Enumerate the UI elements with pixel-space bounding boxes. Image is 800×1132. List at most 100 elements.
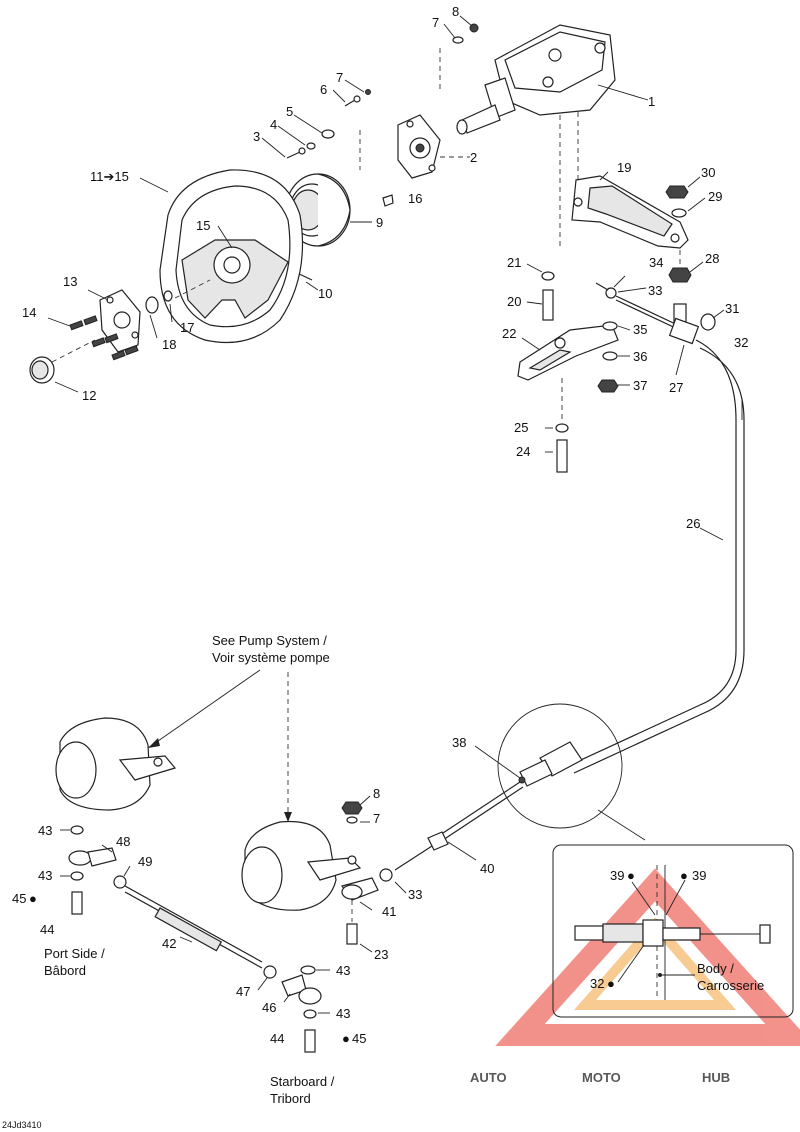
hardware-29-30 xyxy=(665,176,706,218)
label-49: 49 xyxy=(138,854,152,869)
steering-cable xyxy=(569,339,745,774)
label-43-c: 43 xyxy=(336,963,350,978)
upper-bracket xyxy=(571,171,689,249)
label-43-b: 43 xyxy=(38,868,52,883)
cable-clearance-inset xyxy=(552,844,794,1018)
bolt-23 xyxy=(346,900,373,953)
label-29: 29 xyxy=(708,189,722,204)
label-8-top: 8 xyxy=(452,4,459,19)
label-7-bottom: 7 xyxy=(373,811,380,826)
pump-reference-leaders xyxy=(147,669,292,822)
label-40: 40 xyxy=(480,861,494,876)
drawing-code: 24Jd3410 xyxy=(2,1120,42,1130)
label-39-right: 39 xyxy=(692,868,706,883)
label-20: 20 xyxy=(507,294,521,309)
label-44-a: 44 xyxy=(40,922,54,937)
bolt-20 xyxy=(526,263,555,321)
label-35: 35 xyxy=(633,322,647,337)
starboard-nozzle xyxy=(241,795,371,911)
oil-drop-39-right: ● xyxy=(680,868,688,883)
port-nozzle xyxy=(55,717,177,811)
label-9: 9 xyxy=(376,215,383,230)
label-27: 27 xyxy=(669,380,683,395)
label-37: 37 xyxy=(633,378,647,393)
label-7-top: 7 xyxy=(432,15,439,30)
label-48: 48 xyxy=(116,834,130,849)
label-15: 15 xyxy=(196,218,210,233)
oil-drop-45b: ● xyxy=(342,1031,350,1046)
label-19: 19 xyxy=(617,160,631,175)
label-17: 17 xyxy=(180,320,194,335)
label-14: 14 xyxy=(22,305,36,320)
label-12: 12 xyxy=(82,388,96,403)
label-47: 47 xyxy=(236,984,250,999)
label-2: 2 xyxy=(470,150,477,165)
label-46: 46 xyxy=(262,1000,276,1015)
tie-rod xyxy=(124,885,263,969)
cable-sleeve xyxy=(341,831,477,911)
label-22: 22 xyxy=(502,326,516,341)
label-23: 23 xyxy=(374,947,388,962)
label-33-top: 33 xyxy=(648,283,662,298)
label-36: 36 xyxy=(633,349,647,364)
watermark-hub: HUB xyxy=(702,1070,730,1085)
oil-drop-32-inset: ● xyxy=(607,976,615,991)
top-hardware xyxy=(439,15,479,92)
label-3: 3 xyxy=(253,129,260,144)
label-24: 24 xyxy=(516,444,530,459)
label-5: 5 xyxy=(286,104,293,119)
adapter-plate xyxy=(359,114,470,179)
label-43-a: 43 xyxy=(38,823,52,838)
label-8-bottom: 8 xyxy=(373,786,380,801)
port-note-line1: Port Side / xyxy=(44,946,105,961)
label-34: 34 xyxy=(649,255,663,270)
label-32-top: 32 xyxy=(734,335,748,350)
pump-note-line1: See Pump System / xyxy=(212,633,327,648)
bolt-24 xyxy=(545,378,569,473)
label-28: 28 xyxy=(705,251,719,266)
label-38: 38 xyxy=(452,735,466,750)
label-25: 25 xyxy=(514,420,528,435)
label-4: 4 xyxy=(270,117,277,132)
watermark-logo xyxy=(495,868,800,1046)
label-13: 13 xyxy=(63,274,77,289)
label-18: 18 xyxy=(162,337,176,352)
label-43-d: 43 xyxy=(336,1006,350,1021)
pump-note-line2: Voir système pompe xyxy=(212,650,330,665)
oil-drop-45a: ● xyxy=(29,891,37,906)
cable-block xyxy=(668,309,725,376)
lower-bracket xyxy=(517,324,619,381)
stud-28 xyxy=(668,250,704,329)
label-6: 6 xyxy=(320,82,327,97)
port-hardware xyxy=(60,825,131,915)
watermark-text: AUTO MOTO HUB xyxy=(470,1070,730,1085)
helm-assembly xyxy=(456,24,649,248)
starboard-note-line2: Tribord xyxy=(270,1091,311,1106)
label-1: 1 xyxy=(648,94,655,109)
port-note-line2: Bâbord xyxy=(44,963,86,978)
steering-wheel xyxy=(139,169,304,344)
hub-screws xyxy=(47,315,139,361)
label-44-b: 44 xyxy=(270,1031,284,1046)
body-note-line2: Carrosserie xyxy=(697,978,764,993)
starboard-note-line1: Starboard / xyxy=(270,1074,335,1089)
label-39-left: 39 xyxy=(610,868,624,883)
starboard-hardware xyxy=(257,965,330,1053)
cable-end-detail xyxy=(439,703,646,841)
watermark-moto: MOTO xyxy=(582,1070,621,1085)
screws-3-6 xyxy=(261,79,371,159)
label-16: 16 xyxy=(408,191,422,206)
label-21: 21 xyxy=(507,255,521,270)
label-26: 26 xyxy=(686,516,700,531)
label-7-mid: 7 xyxy=(336,70,343,85)
label-10: 10 xyxy=(318,286,332,301)
label-42: 42 xyxy=(162,936,176,951)
label-41: 41 xyxy=(382,904,396,919)
label-32-inset: 32 xyxy=(590,976,604,991)
oil-drop-39-left: ● xyxy=(627,868,635,883)
label-30: 30 xyxy=(701,165,715,180)
wheel-cap xyxy=(29,339,96,393)
label-31: 31 xyxy=(725,301,739,316)
label-45-b: 45 xyxy=(352,1031,366,1046)
